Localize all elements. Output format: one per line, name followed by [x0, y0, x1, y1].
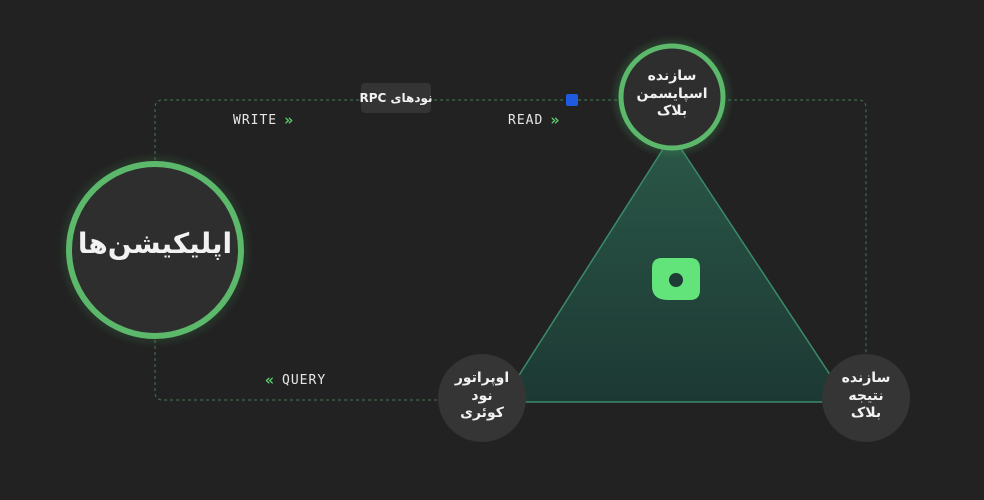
block-builder-label-line2: اسپایسمن [636, 85, 708, 102]
rpc-marker-icon [566, 94, 578, 106]
result-builder-label-line3: بلاک [850, 405, 882, 421]
block-builder-label-line1: سازنده [647, 68, 697, 84]
chevron-left-icon: « [265, 371, 276, 389]
query-label: QUERY [282, 372, 327, 388]
read-label: READ [508, 112, 544, 128]
result-builder-label-line1: سازنده [841, 370, 891, 386]
query-operator-label-line1: اوپراتور [454, 370, 510, 386]
triangle-edge-right [671, 134, 849, 403]
block-builder-label: سازنده اسپایسمن بلاک [622, 68, 722, 121]
query-flow: « QUERY [265, 371, 326, 389]
rpc-nodes-box: نودهای RPC [359, 83, 433, 113]
query-operator-label: اوپراتور نود کوئری [437, 370, 527, 423]
triangle-edge-left [501, 134, 673, 403]
query-operator-label-line3: کوئری [460, 405, 504, 421]
result-builder-label-line2: نتیجه [848, 387, 884, 404]
chevron-right-icon: » [284, 111, 295, 129]
bottom-connector [154, 340, 445, 401]
applications-node [57, 152, 253, 348]
query-operator-node [438, 354, 526, 442]
network-logo-icon [652, 258, 700, 300]
write-flow: WRITE » [233, 111, 294, 129]
result-builder-label: سازنده نتیجه بلاک [821, 370, 911, 423]
result-builder-node [822, 354, 910, 442]
rpc-nodes-label: نودهای RPC [359, 91, 433, 105]
top-connector [154, 99, 867, 380]
block-builder-node [610, 35, 734, 159]
write-label: WRITE [233, 112, 278, 128]
block-builder-label-line3: بلاک [656, 103, 688, 119]
read-flow: READ » [508, 111, 560, 129]
applications-label: اپلیکیشن‌ها [77, 227, 233, 260]
query-operator-label-line2: نود [471, 387, 493, 404]
chevron-right-icon: » [550, 111, 561, 129]
